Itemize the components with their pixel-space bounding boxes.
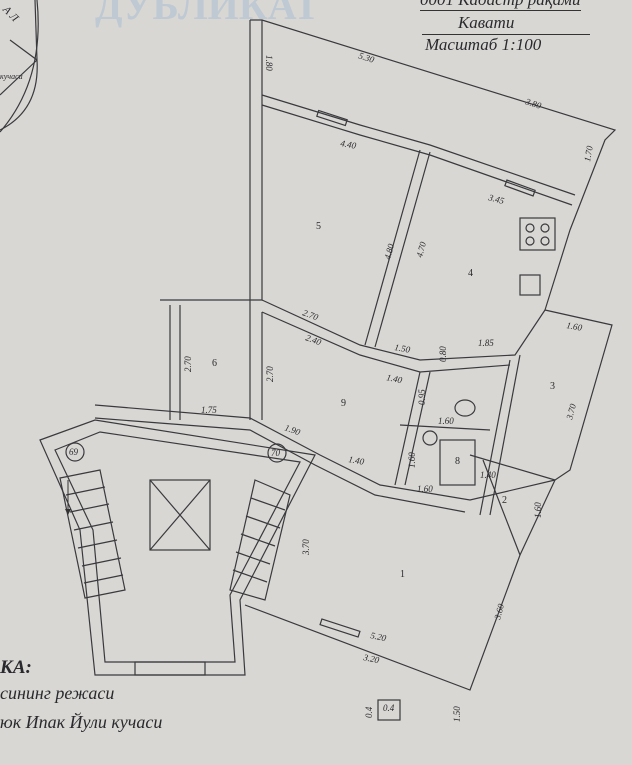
dimension-label: 1.80 bbox=[264, 55, 274, 71]
room-6: 6 bbox=[212, 358, 217, 369]
toilet-icon bbox=[454, 399, 476, 417]
legend-line2: юк Ипак Йули кучаси bbox=[0, 712, 163, 732]
window bbox=[319, 618, 361, 638]
dimension-label: 1.50 bbox=[394, 342, 412, 355]
compass-street: кучаси bbox=[0, 72, 23, 81]
window bbox=[134, 661, 206, 676]
dimension-label: 2.70 bbox=[265, 366, 275, 382]
bathtub-icon bbox=[439, 439, 476, 486]
dimension-label: 4.70 bbox=[414, 240, 428, 258]
stairs-right bbox=[229, 479, 291, 601]
dimension-label: 3.60 bbox=[492, 602, 506, 621]
stair-marker-69 bbox=[65, 442, 85, 462]
dimension-label: 0.80 bbox=[438, 346, 448, 362]
room-labels: 1 2 3 4 5 6 8 9 69 70 bbox=[69, 221, 555, 580]
column-icon bbox=[377, 699, 401, 721]
dimension-label: 0.4 bbox=[383, 703, 395, 713]
wall-room5-4 bbox=[261, 94, 576, 206]
dimension-label: 1.60 bbox=[533, 502, 543, 518]
dimension-label: 1.90 bbox=[283, 422, 302, 437]
dimension-labels: 1.80 5.30 3.80 1.70 4.40 3.45 4.80 4.70 … bbox=[183, 50, 595, 722]
dimension-label: 1.70 bbox=[582, 145, 595, 163]
stair-number-70: 70 bbox=[271, 448, 281, 458]
dimension-label: 1.85 bbox=[478, 338, 494, 348]
stair-marker-70 bbox=[267, 443, 287, 463]
floor-label: Кавати bbox=[458, 13, 515, 32]
dimension-label: 5.30 bbox=[357, 50, 376, 65]
washbasin-icon bbox=[422, 430, 438, 446]
stairwell-walls bbox=[39, 419, 316, 676]
room-4: 4 bbox=[468, 268, 473, 279]
dimension-label: 1.40 bbox=[386, 372, 404, 385]
scale-label: Масштаб 1:100 bbox=[425, 35, 542, 54]
sink-icon bbox=[519, 274, 541, 296]
dimension-label: 3.45 bbox=[487, 192, 506, 206]
dimension-label: 3.80 bbox=[523, 96, 542, 111]
dimension-label: 5.20 bbox=[370, 630, 388, 643]
dimension-label: 1.60 bbox=[566, 320, 584, 333]
header-divider bbox=[422, 34, 590, 35]
dimension-label: 1.60 bbox=[438, 416, 454, 426]
dimension-label: 4.40 bbox=[340, 138, 358, 151]
dimension-label: 4.80 bbox=[382, 242, 396, 260]
dimension-label: 3.70 bbox=[564, 402, 578, 421]
dimension-label: 1.40 bbox=[480, 470, 496, 480]
window bbox=[316, 109, 348, 127]
legend-line1: сининг режаси bbox=[0, 683, 115, 703]
dimension-label: 1.75 bbox=[201, 405, 217, 415]
room-2: 2 bbox=[502, 495, 507, 506]
elevator-shaft bbox=[149, 479, 211, 551]
dimension-label: 1.40 bbox=[348, 454, 366, 467]
window bbox=[504, 179, 536, 197]
dimension-label: 0.4 bbox=[364, 706, 374, 718]
watermark: ДУБЛИКАТ bbox=[95, 0, 320, 28]
room-1: 1 bbox=[400, 569, 405, 580]
dimension-label: 1.60 bbox=[417, 484, 433, 494]
room-3: 3 bbox=[550, 381, 555, 392]
dimension-label: 0.95 bbox=[417, 389, 427, 405]
room-8: 8 bbox=[455, 456, 460, 467]
dimension-label: 3.70 bbox=[301, 539, 311, 556]
room-5: 5 bbox=[316, 221, 321, 232]
outer-walls bbox=[244, 19, 617, 691]
stairs-left bbox=[59, 469, 126, 599]
legend-title: КА: bbox=[0, 657, 32, 678]
stair-number-69: 69 bbox=[69, 447, 79, 457]
room-9: 9 bbox=[341, 398, 346, 409]
cadastre-number: 0001 Кадастр рақами bbox=[420, 0, 581, 11]
dimension-label: 3.20 bbox=[362, 652, 381, 665]
dimension-label: 2.70 bbox=[183, 356, 193, 372]
dimension-label: 1.60 bbox=[407, 452, 417, 468]
compass-circle bbox=[0, 0, 38, 131]
dimension-label: 2.70 bbox=[301, 307, 320, 322]
dimension-label: 1.50 bbox=[452, 706, 462, 722]
dimension-label: 2.40 bbox=[304, 332, 323, 347]
stove-icon bbox=[519, 217, 556, 251]
